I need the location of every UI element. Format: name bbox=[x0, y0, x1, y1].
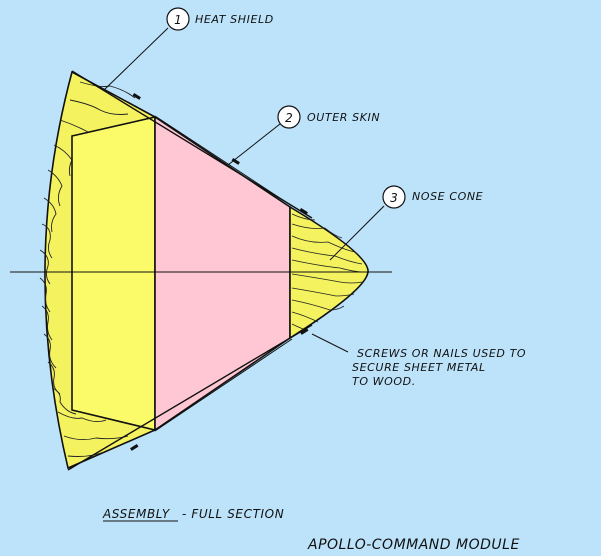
callout-2-label: OUTER SKIN bbox=[307, 111, 380, 124]
callout-1-label: HEAT SHIELD bbox=[195, 13, 274, 26]
callout-3-number: 3 bbox=[390, 191, 398, 205]
outer-skin-bottom-inner bbox=[154, 338, 293, 432]
callout-2-number: 2 bbox=[285, 111, 293, 125]
callout-1-number: 1 bbox=[174, 13, 182, 27]
note-line-3: TO WOOD. bbox=[352, 375, 416, 388]
screw-marks bbox=[130, 93, 309, 451]
callout-3-label: NOSE CONE bbox=[412, 190, 483, 203]
note-line-1: SCREWS OR NAILS USED TO bbox=[357, 347, 526, 360]
outer-skin-top-inner bbox=[154, 115, 293, 207]
drawing-title: APOLLO-COMMAND MODULE bbox=[307, 537, 520, 553]
frustum-front-face bbox=[71, 115, 156, 432]
outer-skin-top bbox=[71, 70, 313, 219]
leader-lines bbox=[103, 27, 385, 353]
outer-skin-bottom bbox=[67, 324, 313, 471]
caption-assembly: ASSEMBLY bbox=[102, 507, 171, 521]
caption-section: - FULL SECTION bbox=[182, 507, 284, 521]
callout-1-circle bbox=[166, 7, 190, 31]
note-line-2: SECURE SHEET METAL bbox=[352, 361, 486, 374]
nose-cone-grain bbox=[291, 213, 365, 331]
callout-2-circle bbox=[277, 105, 301, 129]
callout-3-circle bbox=[382, 185, 406, 209]
